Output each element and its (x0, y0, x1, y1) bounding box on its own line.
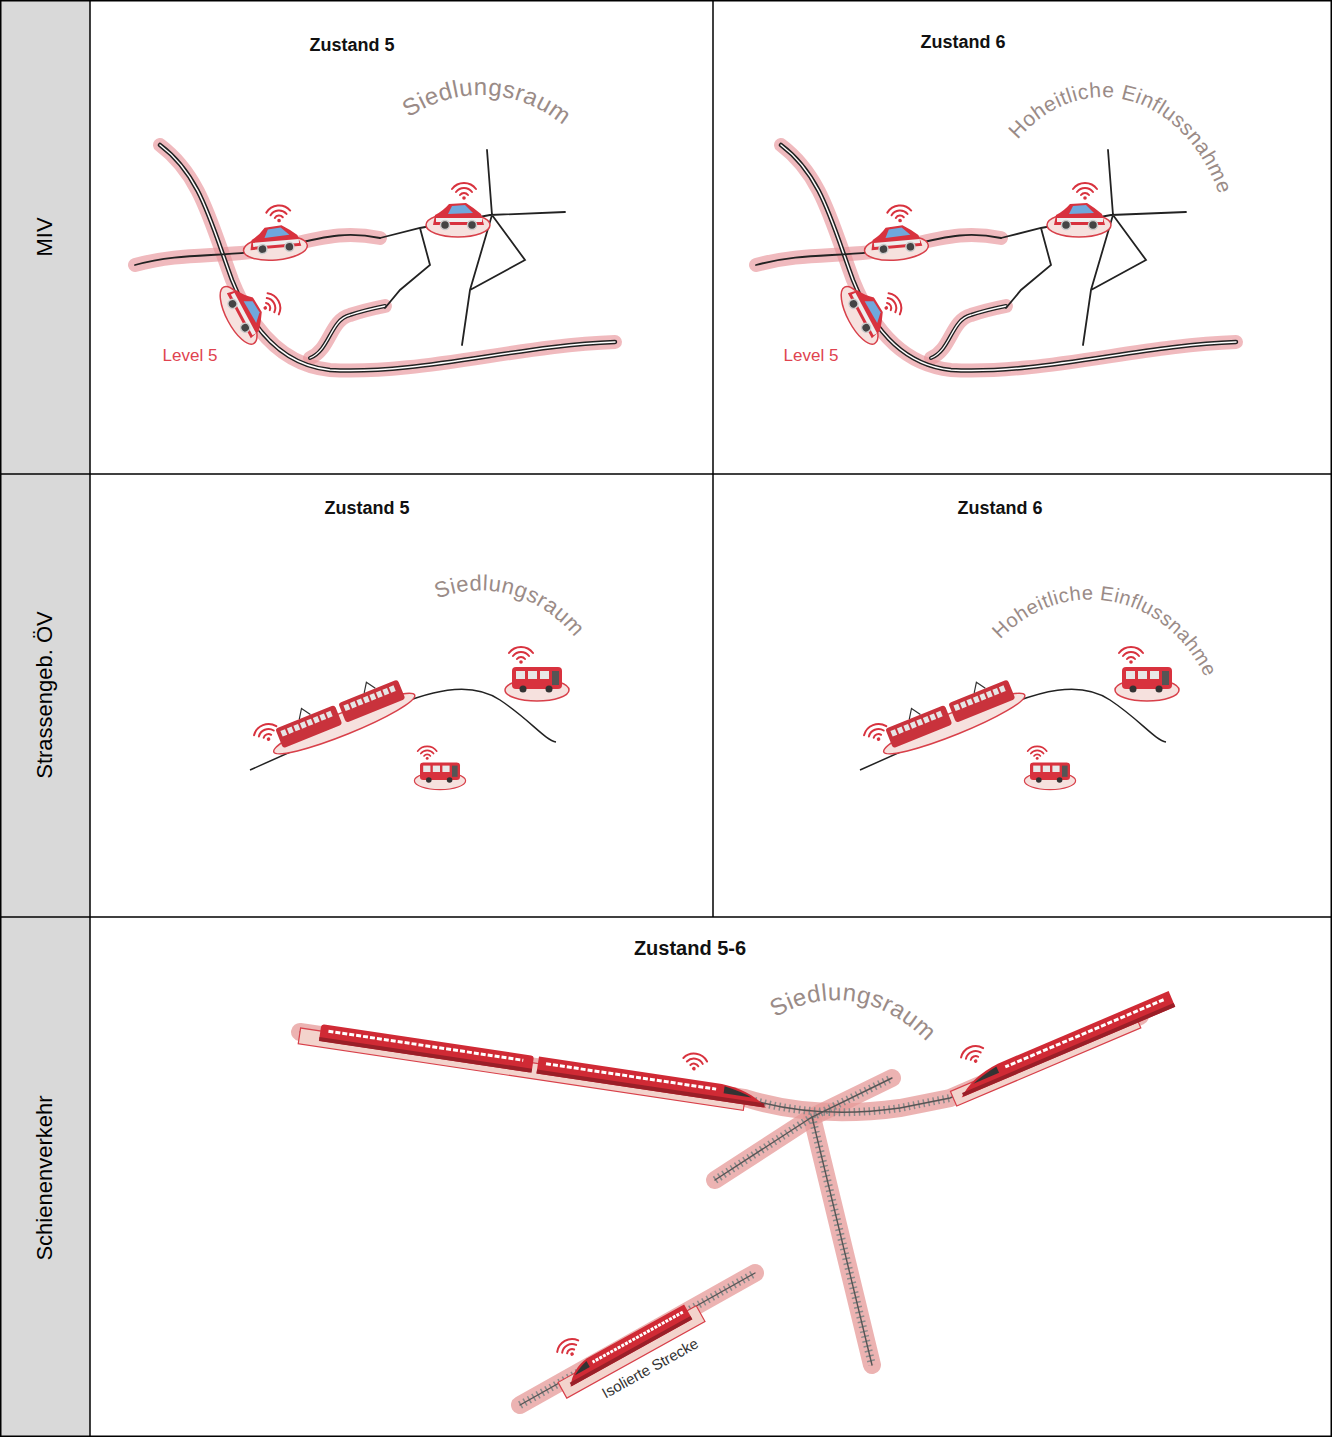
region-outline (350, 60, 620, 450)
row-header: Strassengeb. ÖV (32, 611, 57, 779)
region-outline (690, 1000, 990, 1410)
automation-level: Level 5 (163, 346, 218, 366)
region-label-layer: Siedlungsraum (350, 60, 620, 450)
row-header: Schienenverkehr (32, 1095, 57, 1260)
row-header: MIV (32, 217, 57, 256)
region-outline (875, 60, 1265, 460)
region-label-layer: Siedlungsraum (350, 560, 610, 880)
region-label: Hoheitliche Einflussnahme (1004, 78, 1237, 196)
region-label-layer: Hoheitliche Einflussnahme (875, 60, 1265, 460)
region-label-layer: Siedlungsraum (690, 1000, 990, 1410)
region-label: Siedlungsraum (431, 570, 590, 641)
region-shape: Siedlungsraum (690, 1000, 990, 1410)
region-label: Siedlungsraum (397, 73, 576, 129)
region-outline (835, 570, 1255, 900)
region-shape: Siedlungsraum (350, 560, 610, 880)
region-shape: Siedlungsraum (350, 60, 620, 450)
state-title: Zustand 5-6 (634, 937, 746, 960)
region-label-layer: Hoheitliche Einflussnahme (835, 570, 1255, 900)
state-title: Zustand 6 (920, 32, 1005, 53)
state-title: Zustand 5 (309, 35, 394, 56)
region-shape: Hoheitliche Einflussnahme (875, 60, 1265, 460)
region-label: Hoheitliche Einflussnahme (988, 581, 1222, 679)
region-label: Siedlungsraum (765, 978, 942, 1046)
automation-level: Level 5 (784, 346, 839, 366)
region-shape: Hoheitliche Einflussnahme (835, 570, 1255, 900)
state-title: Zustand 6 (957, 498, 1042, 519)
state-title: Zustand 5 (324, 498, 409, 519)
